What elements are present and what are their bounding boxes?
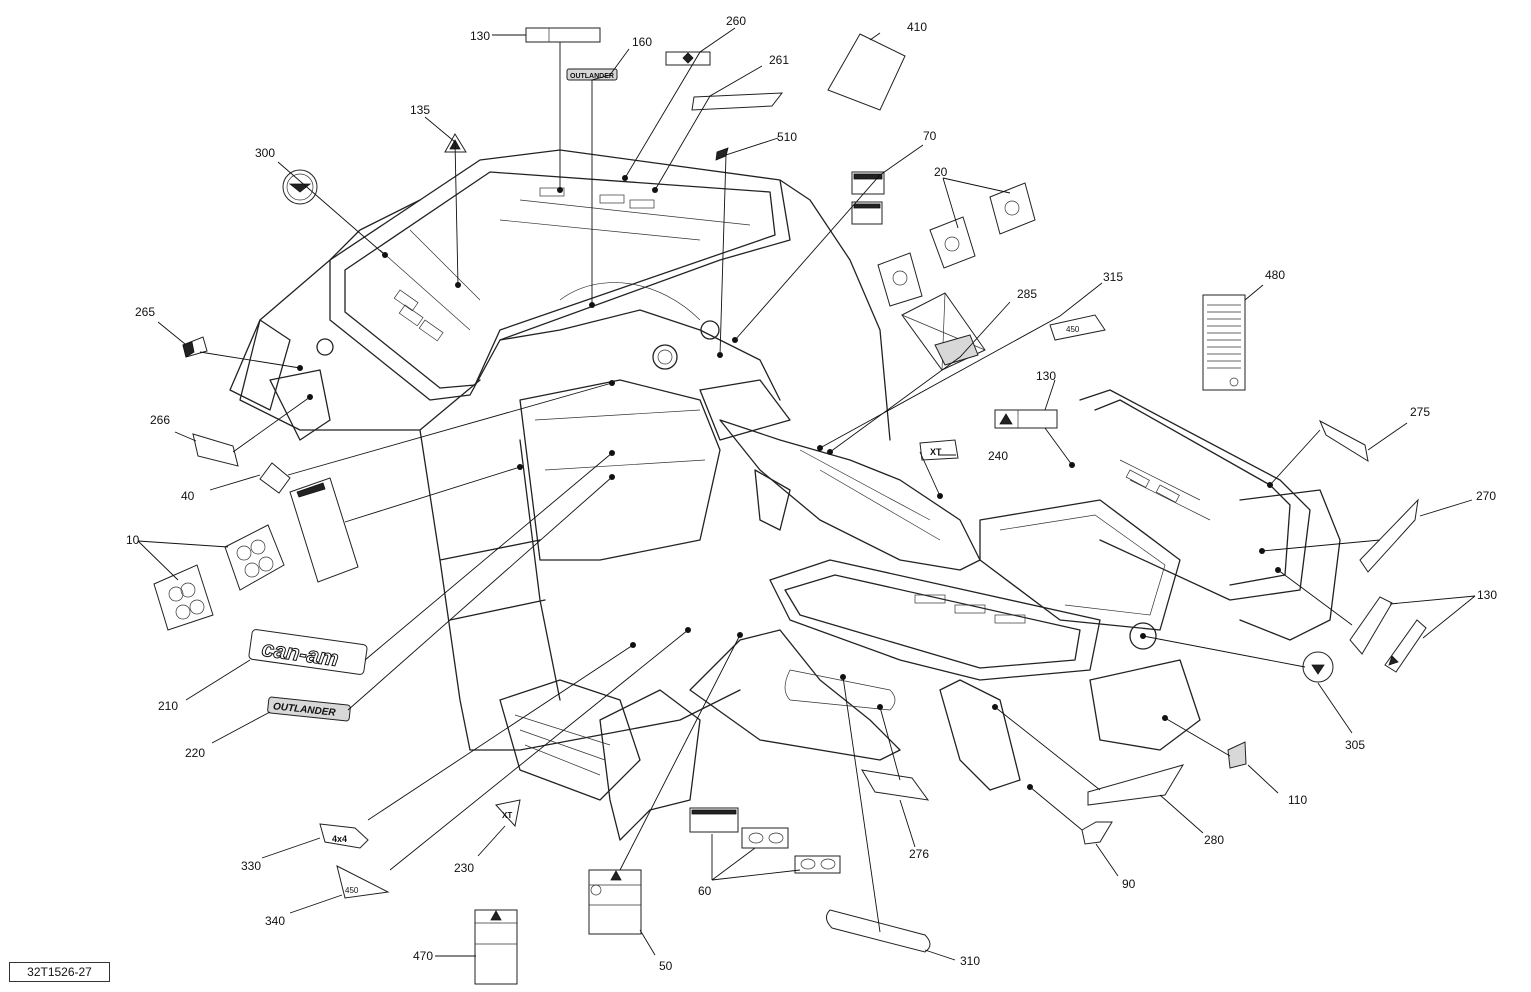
decal-230: XT (495, 799, 521, 828)
decal-10-a (289, 477, 359, 583)
callout-110: 110 (1288, 793, 1307, 807)
callout-261: 261 (769, 53, 789, 67)
callout-275: 275 (1410, 405, 1430, 419)
decal-315: 450 (1049, 314, 1106, 341)
decal-20-a (929, 216, 976, 269)
decal-shapes: OUTLANDER (153, 27, 1427, 985)
callout-220: 220 (185, 746, 205, 760)
decal-130-top (525, 27, 601, 43)
callout-266: 266 (150, 413, 170, 427)
callout-280: 280 (1204, 833, 1224, 847)
decal-90 (1081, 821, 1113, 845)
svg-text:450: 450 (345, 886, 359, 895)
decal-60-c (794, 855, 841, 874)
callout-310: 310 (960, 954, 980, 968)
callout-340: 340 (265, 914, 285, 928)
callout-130: 130 (470, 29, 490, 43)
leader-lines (137, 27, 1476, 961)
decal-340: 450 (336, 865, 390, 899)
decal-300 (282, 169, 318, 205)
decal-20-b (989, 182, 1036, 235)
callout-labels: 130 160 260 261 410 135 510 70 300 20 31… (126, 14, 1497, 973)
svg-text:XT: XT (930, 447, 942, 457)
decal-10-c (153, 564, 214, 631)
callout-210: 210 (158, 699, 178, 713)
callout-315: 315 (1103, 270, 1123, 284)
decal-261 (691, 92, 784, 111)
callout-10: 10 (126, 533, 140, 547)
callout-285: 285 (1017, 287, 1037, 301)
drawing-reference-code: 32T1526-27 (9, 962, 110, 982)
callout-130: 130 (1036, 369, 1056, 383)
callout-276: 276 (909, 847, 929, 861)
callout-260: 260 (726, 14, 746, 28)
callout-305: 305 (1345, 738, 1365, 752)
svg-text:4x4: 4x4 (332, 834, 347, 844)
decal-50 (588, 869, 642, 935)
decal-275 (1318, 419, 1369, 463)
leader-dots (297, 175, 1281, 790)
callout-270: 270 (1476, 489, 1496, 503)
callout-130: 130 (1477, 588, 1497, 602)
callout-240: 240 (988, 449, 1008, 463)
decal-270 (1359, 498, 1419, 573)
decal-330: 4x4 (319, 823, 369, 849)
callout-300: 300 (255, 146, 275, 160)
decal-276 (861, 769, 930, 801)
svg-text:OUTLANDER: OUTLANDER (570, 73, 614, 80)
decal-210-canam: can-am (248, 629, 368, 675)
callout-50: 50 (659, 959, 673, 973)
callout-40: 40 (181, 489, 195, 503)
decal-10-b (224, 524, 285, 591)
svg-text:450: 450 (1066, 325, 1080, 334)
callout-90: 90 (1122, 877, 1136, 891)
decal-310 (826, 909, 931, 953)
decal-480 (1202, 294, 1246, 391)
callout-230: 230 (454, 861, 474, 875)
decal-220-outlander: OUTLANDER (267, 696, 351, 722)
decal-110 (1227, 741, 1247, 769)
callout-510: 510 (777, 130, 797, 144)
decal-305 (1302, 651, 1334, 683)
decal-470 (474, 909, 518, 985)
svg-text:XT: XT (502, 811, 512, 820)
atv-body-drawing (229, 149, 1341, 841)
callout-480: 480 (1265, 268, 1285, 282)
decal-266 (192, 433, 239, 467)
callout-410: 410 (907, 20, 927, 34)
callout-265: 265 (135, 305, 155, 319)
decal-240: XT (919, 439, 959, 461)
callout-135: 135 (410, 103, 430, 117)
decal-410 (827, 33, 906, 111)
callout-20: 20 (934, 165, 948, 179)
callout-330: 330 (241, 859, 261, 873)
decal-130-right-a (1349, 596, 1393, 655)
decal-280 (1087, 764, 1185, 806)
callout-160: 160 (632, 35, 652, 49)
callout-60: 60 (698, 884, 712, 898)
callout-70: 70 (923, 129, 937, 143)
decal-160-logo: OUTLANDER (566, 68, 618, 81)
decal-260 (665, 51, 711, 66)
decal-40 (259, 462, 291, 494)
callout-470: 470 (413, 949, 433, 963)
decal-70-c (877, 252, 923, 307)
